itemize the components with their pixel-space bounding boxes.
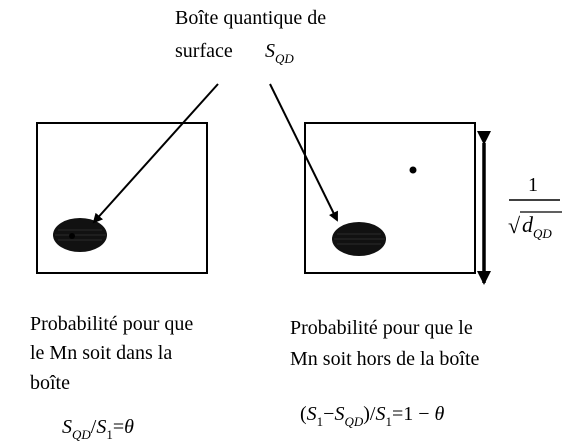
right-formula: (S1−SQD)/S1=1 − θ bbox=[300, 403, 445, 429]
top-label-line1: Boîte quantique de bbox=[175, 7, 326, 29]
right-mn-atom bbox=[409, 166, 417, 174]
left-mn-atom bbox=[69, 233, 75, 239]
right-arrow bbox=[269, 83, 338, 222]
left-formula: SQD/S1=θ bbox=[62, 416, 134, 442]
left-arrow bbox=[92, 83, 219, 224]
scale-variable: dQD bbox=[522, 212, 552, 241]
left-box bbox=[36, 122, 208, 274]
right-dot-hatch bbox=[334, 233, 385, 245]
scale-radical: √ bbox=[508, 213, 521, 238]
top-label-symbol: SQD bbox=[265, 40, 294, 66]
right-caption-line1: Probabilité pour que le bbox=[290, 317, 473, 339]
left-caption-line3: boîte bbox=[30, 372, 70, 394]
left-dot-hatch bbox=[55, 229, 106, 241]
scale-numerator: 1 bbox=[528, 174, 538, 196]
left-caption-line2: le Mn soit dans la bbox=[30, 342, 172, 364]
top-label-line2: surface bbox=[175, 40, 233, 62]
right-caption-line2: Mn soit hors de la boîte bbox=[290, 348, 480, 370]
right-box bbox=[304, 122, 476, 274]
left-caption-line1: Probabilité pour que bbox=[30, 313, 193, 335]
